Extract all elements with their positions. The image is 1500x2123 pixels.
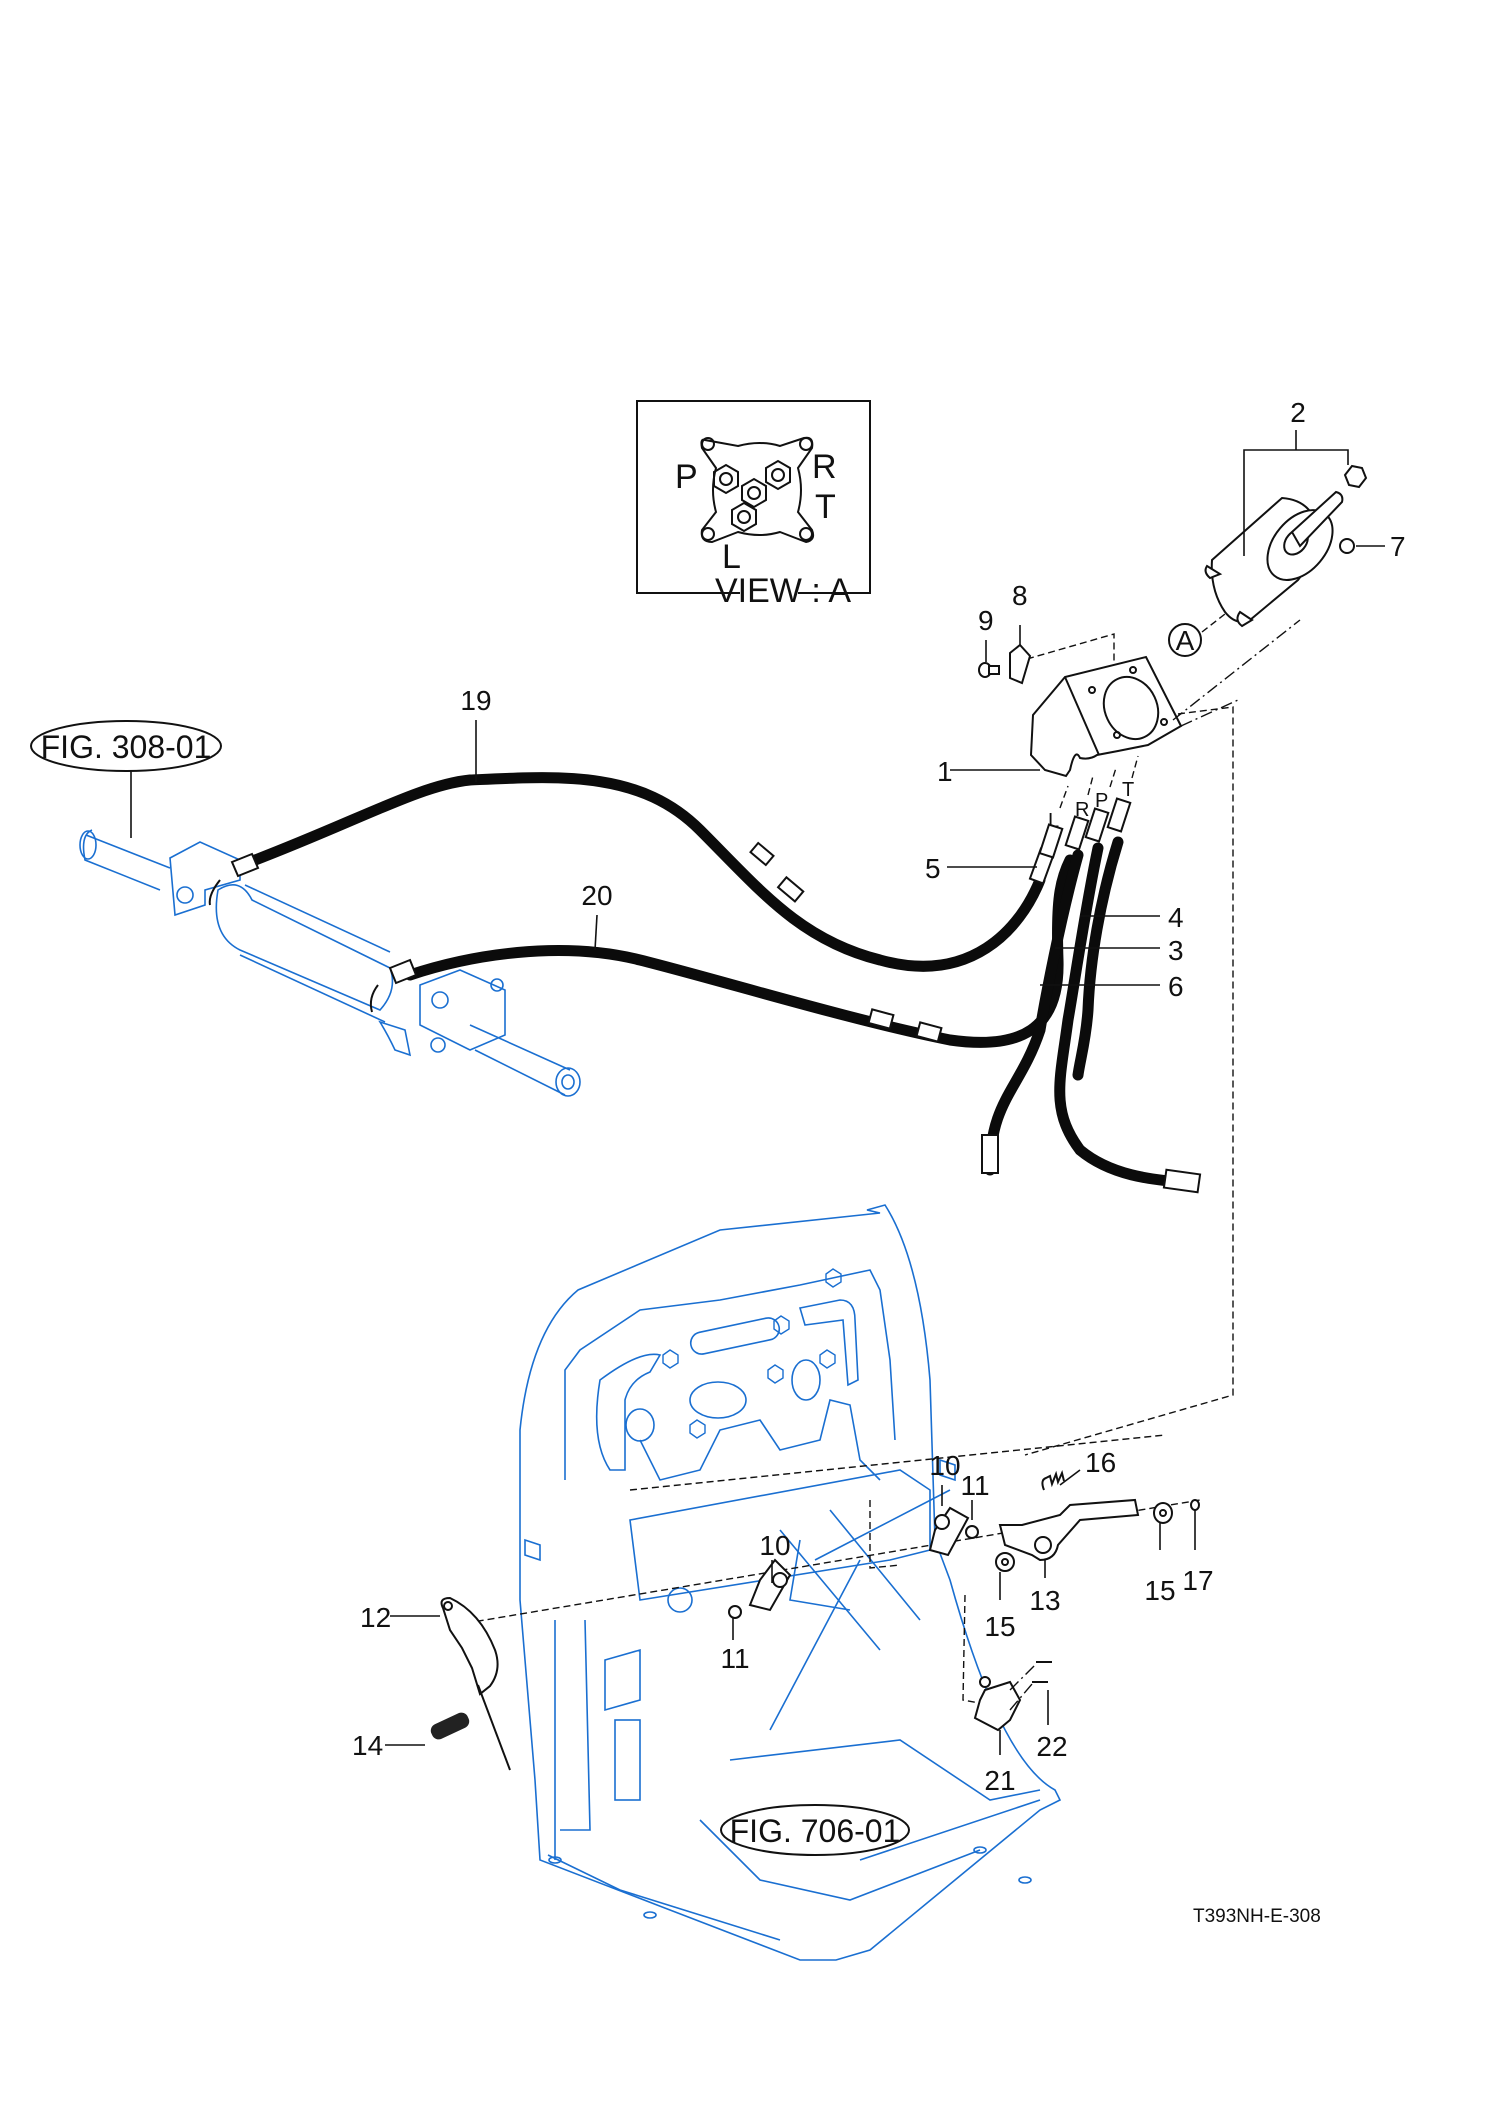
view-a-marker	[1168, 623, 1202, 657]
callout-22: 22	[1036, 1731, 1067, 1762]
hose-port-r: R	[1075, 799, 1089, 821]
part-17-snap-ring[interactable]	[1190, 1499, 1200, 1511]
hose-20-elbow	[369, 984, 379, 1013]
callout-12: 12	[360, 1602, 391, 1633]
hose-19[interactable]	[208, 772, 1056, 972]
part-13-lever-arm[interactable]	[998, 1498, 1140, 1562]
bracket-10-dash	[869, 1500, 901, 1569]
callout-1: 1	[937, 756, 953, 787]
hose-20-coupling-1	[867, 1008, 895, 1030]
callout-3: 3	[1168, 935, 1184, 966]
port-p-nut-icon	[713, 463, 739, 495]
fitting-7-icon	[1339, 538, 1355, 554]
callout-19: 19	[460, 685, 491, 716]
view-a-port-p: P	[675, 458, 698, 496]
fig-706-01-ref[interactable]: FIG. 706-01	[720, 1804, 910, 1856]
center-line-2	[1180, 699, 1239, 727]
hose-19-elbow	[208, 879, 221, 906]
hose-fittings	[1038, 797, 1132, 859]
view-a-arrow	[1201, 613, 1226, 633]
port-r-nut-icon	[765, 459, 791, 491]
hose-6-end-fitting	[1162, 1168, 1202, 1194]
callout-7: 7	[1390, 531, 1406, 562]
hose-19-end-fitting	[230, 852, 260, 878]
fig-308-01-label: FIG. 308-01	[41, 729, 212, 765]
fig-308-01-ref[interactable]: FIG. 308-01	[30, 720, 222, 772]
hose-4[interactable]	[1072, 836, 1124, 1081]
callout-5: 5	[925, 853, 941, 884]
nut-icon	[1343, 464, 1368, 489]
part-10-plate-b[interactable]	[928, 1506, 970, 1557]
lever-axis-line-2	[629, 1434, 1166, 1491]
part-9-screw[interactable]	[978, 662, 1000, 678]
callout-21: 21	[984, 1765, 1015, 1796]
part-8-clip[interactable]	[1009, 643, 1032, 685]
callout-2: 2	[1290, 397, 1306, 428]
port-l-nut-icon	[731, 501, 757, 533]
callout-9: 9	[978, 605, 994, 636]
callout-16: 16	[1085, 1447, 1116, 1478]
drawing-code: T393NH-E-308	[1193, 1906, 1321, 1927]
callout-6: 6	[1168, 971, 1184, 1002]
callout-13: 13	[1029, 1585, 1060, 1616]
hose-port-p: P	[1095, 790, 1108, 812]
hose-6[interactable]	[1054, 842, 1202, 1194]
view-a-port-l: L	[722, 538, 741, 576]
steering-cylinder[interactable]	[79, 829, 581, 1097]
fig-706-01-label: FIG. 706-01	[730, 1813, 901, 1849]
part-16-spring[interactable]	[1041, 1469, 1065, 1491]
part-14-spring[interactable]	[428, 1710, 471, 1741]
hose-20-coupling-2	[915, 1021, 943, 1043]
valve-flange-icon	[700, 436, 815, 544]
center-line	[1172, 619, 1301, 721]
callout-17: 17	[1182, 1565, 1213, 1596]
hose-port-l: L	[1048, 810, 1059, 832]
hose-20-end-fitting	[388, 958, 418, 985]
switch-screw-lines	[1009, 1663, 1037, 1711]
view-a-frame	[636, 400, 871, 594]
callout-15-right: 15	[1144, 1575, 1175, 1606]
view-a-title: VIEW : A	[715, 572, 851, 610]
part-15-washer-b[interactable]	[1153, 1502, 1173, 1524]
view-a-port-r: R	[812, 448, 837, 486]
hose-3[interactable]	[981, 849, 1084, 1176]
part-22-screws[interactable]	[1032, 1661, 1052, 1683]
part-1-bracket[interactable]	[1029, 655, 1183, 778]
callout-8: 8	[1012, 580, 1028, 611]
part-10-plate-a[interactable]	[748, 1558, 792, 1612]
view-a-port-t: T	[815, 488, 836, 526]
hose-port-letters: L R P T	[1048, 755, 1139, 832]
hose-3-end-fitting	[981, 1134, 999, 1174]
hose-19-coupling	[749, 841, 805, 903]
hose-port-t: T	[1122, 779, 1134, 801]
callout-11-right: 11	[960, 1470, 989, 1501]
assembly-dash-line	[1024, 706, 1234, 1456]
part-15-washer-a[interactable]	[995, 1552, 1015, 1572]
callout-15-left: 15	[984, 1611, 1015, 1642]
callout-16-leader	[1059, 1469, 1081, 1486]
part-12-lever[interactable]	[440, 1596, 511, 1771]
callout-11-left: 11	[720, 1643, 749, 1674]
callout-20: 20	[581, 880, 612, 911]
part-2-steering-valve[interactable]	[1204, 464, 1368, 628]
view-a-marker-label: A	[1176, 625, 1195, 656]
part-11-bolt-a[interactable]	[728, 1605, 742, 1619]
callout-10-right: 10	[929, 1450, 960, 1481]
callout-14: 14	[352, 1730, 383, 1761]
port-center-nut-icon	[741, 477, 767, 509]
part-21-switch[interactable]	[973, 1676, 1022, 1732]
bracket-1-dashline	[1026, 633, 1115, 665]
view-a-inset: VIEW : A P R T L	[636, 400, 871, 610]
part-11-bolt-b[interactable]	[965, 1525, 979, 1539]
callout-20-leader	[594, 914, 598, 951]
callout-4: 4	[1168, 902, 1184, 933]
callout-10-left: 10	[759, 1530, 790, 1561]
